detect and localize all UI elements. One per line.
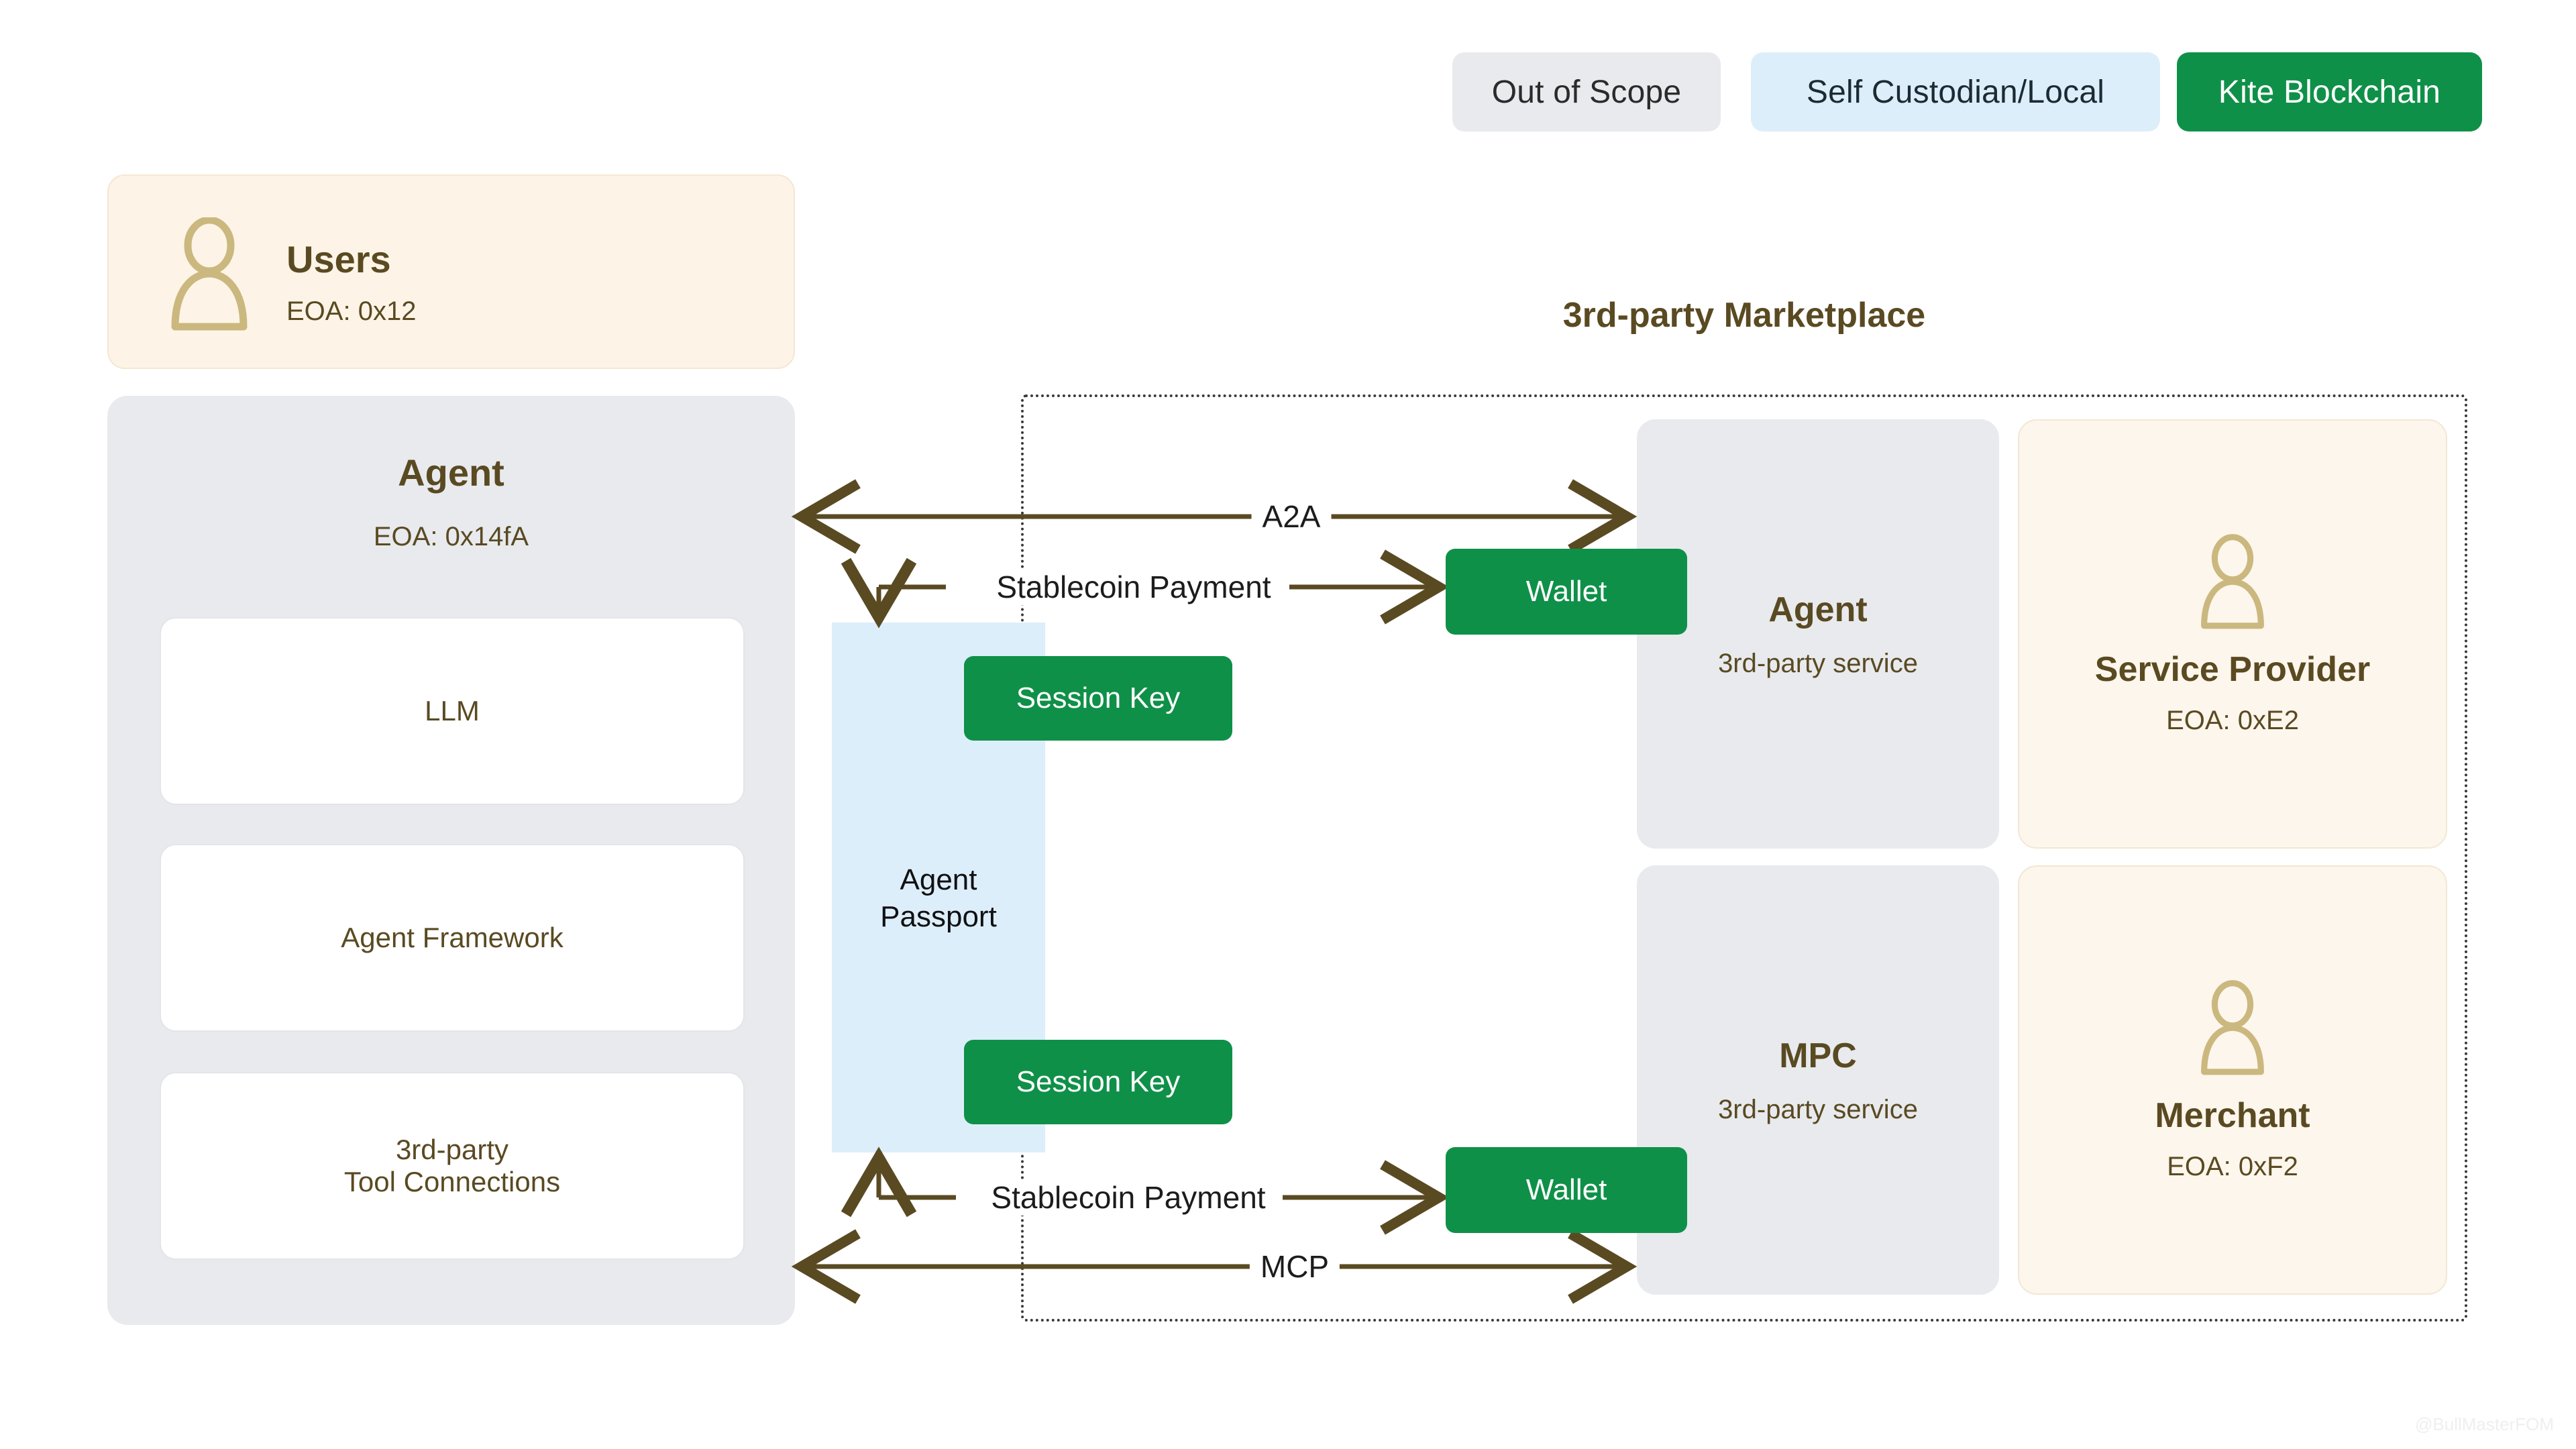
marketplace-party-service-provider-eoa: EOA: 0xE2 [2166, 705, 2299, 735]
person-icon [166, 217, 253, 331]
tool-connections-line1: 3rd-party [395, 1134, 509, 1165]
marketplace-party-service-provider-title: Service Provider [2094, 649, 2371, 689]
agent-panel-eoa: EOA: 0x14fA [373, 522, 529, 551]
stablecoin-bottom-arrowhead [861, 1157, 896, 1181]
users-title: Users [286, 238, 391, 280]
session-key-top[interactable]: Session Key [964, 656, 1232, 741]
agent-passport-label-line2: Passport [880, 900, 997, 933]
marketplace-party-merchant-title: Merchant [2155, 1095, 2310, 1135]
agent-module-framework[interactable]: Agent Framework [160, 844, 745, 1032]
users-eoa: EOA: 0x12 [286, 297, 417, 326]
agent-panel-title: Agent [398, 451, 504, 494]
marketplace-party-service-provider[interactable]: Service Provider EOA: 0xE2 [2018, 419, 2447, 849]
marketplace-service-agent-title: Agent [1768, 590, 1868, 629]
marketplace-service-agent-subtitle: 3rd-party service [1718, 648, 1918, 678]
connection-label-stablecoin-top: Stablecoin Payment [985, 569, 1282, 605]
marketplace-party-merchant-eoa: EOA: 0xF2 [2167, 1151, 2298, 1181]
session-key-bottom-label: Session Key [1016, 1065, 1181, 1098]
agent-module-llm[interactable]: LLM [160, 617, 745, 805]
marketplace-service-mpc-title: MPC [1779, 1036, 1857, 1075]
agent-module-tool-connections-label: 3rd-party Tool Connections [344, 1134, 560, 1198]
person-icon [2196, 979, 2269, 1078]
agent-passport-label: Agent Passport [832, 862, 1045, 935]
marketplace-service-mpc[interactable]: MPC 3rd-party service [1637, 865, 1999, 1295]
marketplace-party-merchant[interactable]: Merchant EOA: 0xF2 [2018, 865, 2447, 1295]
marketplace-service-mpc-subtitle: 3rd-party service [1718, 1094, 1918, 1124]
agent-passport-label-line1: Agent [900, 863, 977, 896]
agent-module-llm-label: LLM [425, 695, 480, 727]
watermark: @BullMasterFOM [2415, 1414, 2554, 1434]
wallet-top-label: Wallet [1525, 575, 1607, 608]
legend-kite-blockchain-label: Kite Blockchain [2218, 74, 2441, 110]
person-icon [2196, 533, 2269, 632]
session-key-top-label: Session Key [1016, 682, 1181, 714]
wallet-top[interactable]: Wallet [1446, 549, 1687, 635]
legend-out-of-scope-label: Out of Scope [1491, 74, 1682, 110]
wallet-bottom-label: Wallet [1525, 1173, 1607, 1206]
tool-connections-line2: Tool Connections [343, 1166, 561, 1197]
legend-self-custodian-label: Self Custodian/Local [1806, 74, 2105, 110]
connection-label-a2a: A2A [1251, 498, 1332, 535]
connection-label-stablecoin-bottom: Stablecoin Payment [980, 1179, 1277, 1216]
marketplace-title: 3rd-party Marketplace [1562, 296, 1926, 335]
session-key-bottom[interactable]: Session Key [964, 1040, 1232, 1124]
agent-module-framework-label: Agent Framework [341, 922, 564, 953]
connection-label-mcp: MCP [1249, 1248, 1340, 1285]
marketplace-service-agent[interactable]: Agent 3rd-party service [1637, 419, 1999, 849]
legend-self-custodian[interactable]: Self Custodian/Local [1751, 52, 2160, 131]
agent-module-tool-connections[interactable]: 3rd-party Tool Connections [160, 1072, 745, 1260]
users-card[interactable]: Users EOA: 0x12 [107, 174, 795, 369]
legend-kite-blockchain[interactable]: Kite Blockchain [2177, 52, 2482, 131]
wallet-bottom[interactable]: Wallet [1446, 1147, 1687, 1233]
legend-out-of-scope[interactable]: Out of Scope [1452, 52, 1721, 131]
